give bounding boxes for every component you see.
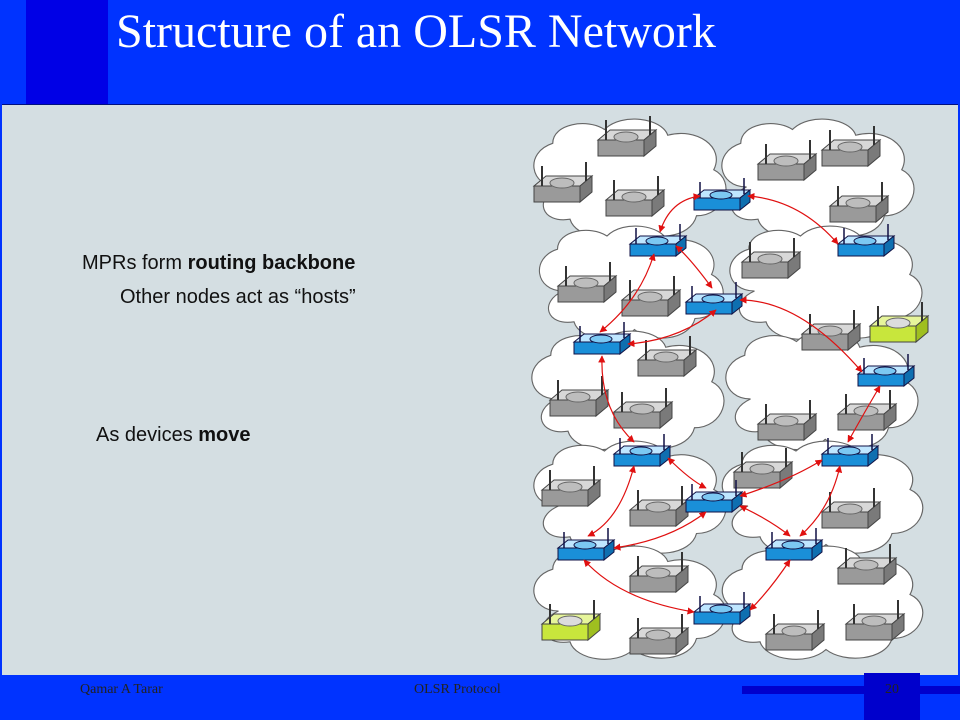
footer-author: Qamar A Tarar [80,682,163,697]
mpr-backbone-text: MPRs form routing backbone [82,252,356,274]
page-number-box [864,673,920,720]
footer-decoration [742,686,864,694]
mpr-links [583,192,881,615]
page-number: 20 [885,682,899,697]
footer-decoration-right [920,686,960,694]
hosts-text: Other nodes act as “hosts” [120,286,356,308]
devices-move-text: As devices move [96,424,251,446]
title-accent-block [26,0,108,104]
slide-title: Structure of an OLSR Network [116,5,716,58]
footer-topic: OLSR Protocol [414,682,501,697]
